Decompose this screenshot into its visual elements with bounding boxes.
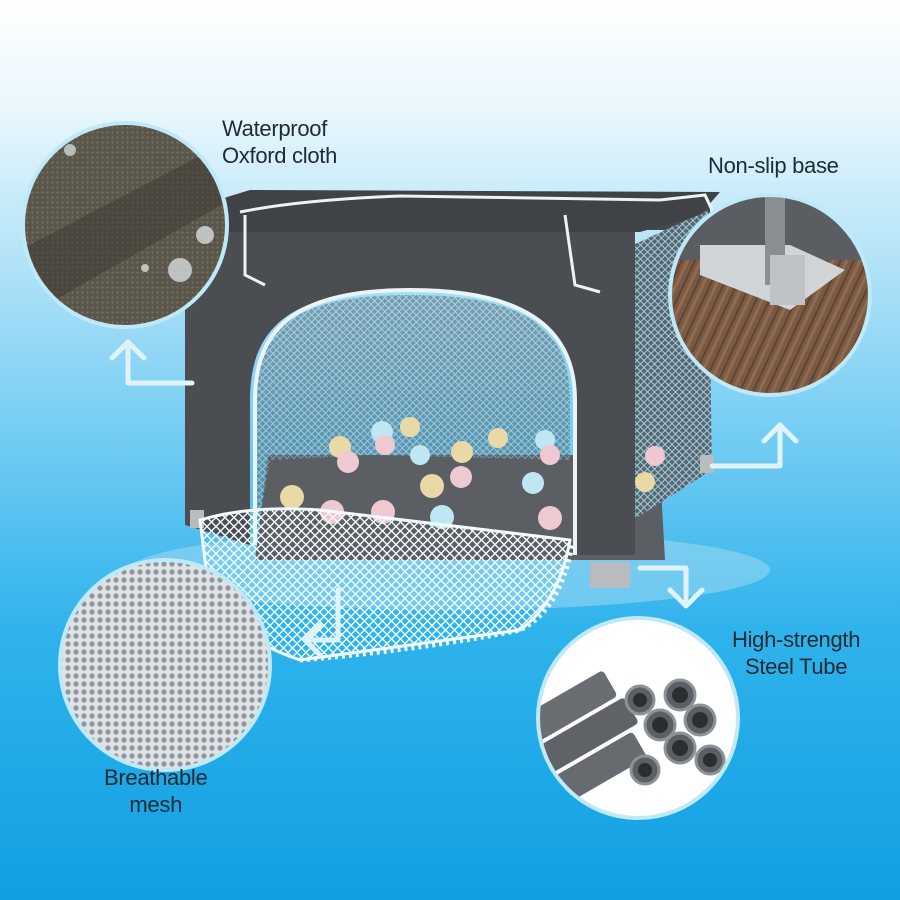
steel-tube-label: High-strength Steel Tube xyxy=(732,626,860,680)
waterproof-label-line1: Waterproof xyxy=(222,116,328,141)
playpen xyxy=(185,190,720,663)
waterproof-label-line2: Oxford cloth xyxy=(222,143,338,168)
non-slip-label: Non-slip base xyxy=(708,152,839,179)
waterproof-cloth-detail xyxy=(21,121,229,329)
callout-arrows xyxy=(109,339,799,658)
breathable-mesh-detail xyxy=(58,558,272,772)
breathable-mesh-label: Breathable mesh xyxy=(104,764,208,818)
breathable-mesh-label-line1: Breathable xyxy=(104,765,208,790)
steel-tube-label-line1: High-strength xyxy=(732,627,861,652)
non-slip-label-line1: Non-slip base xyxy=(708,153,839,178)
steel-tube-label-line2: Steel Tube xyxy=(744,654,848,679)
waterproof-label: Waterproof Oxford cloth xyxy=(222,115,337,169)
non-slip-base-detail xyxy=(668,193,872,397)
breathable-mesh-label-line2: mesh xyxy=(129,792,183,817)
steel-tube-detail xyxy=(536,616,740,820)
